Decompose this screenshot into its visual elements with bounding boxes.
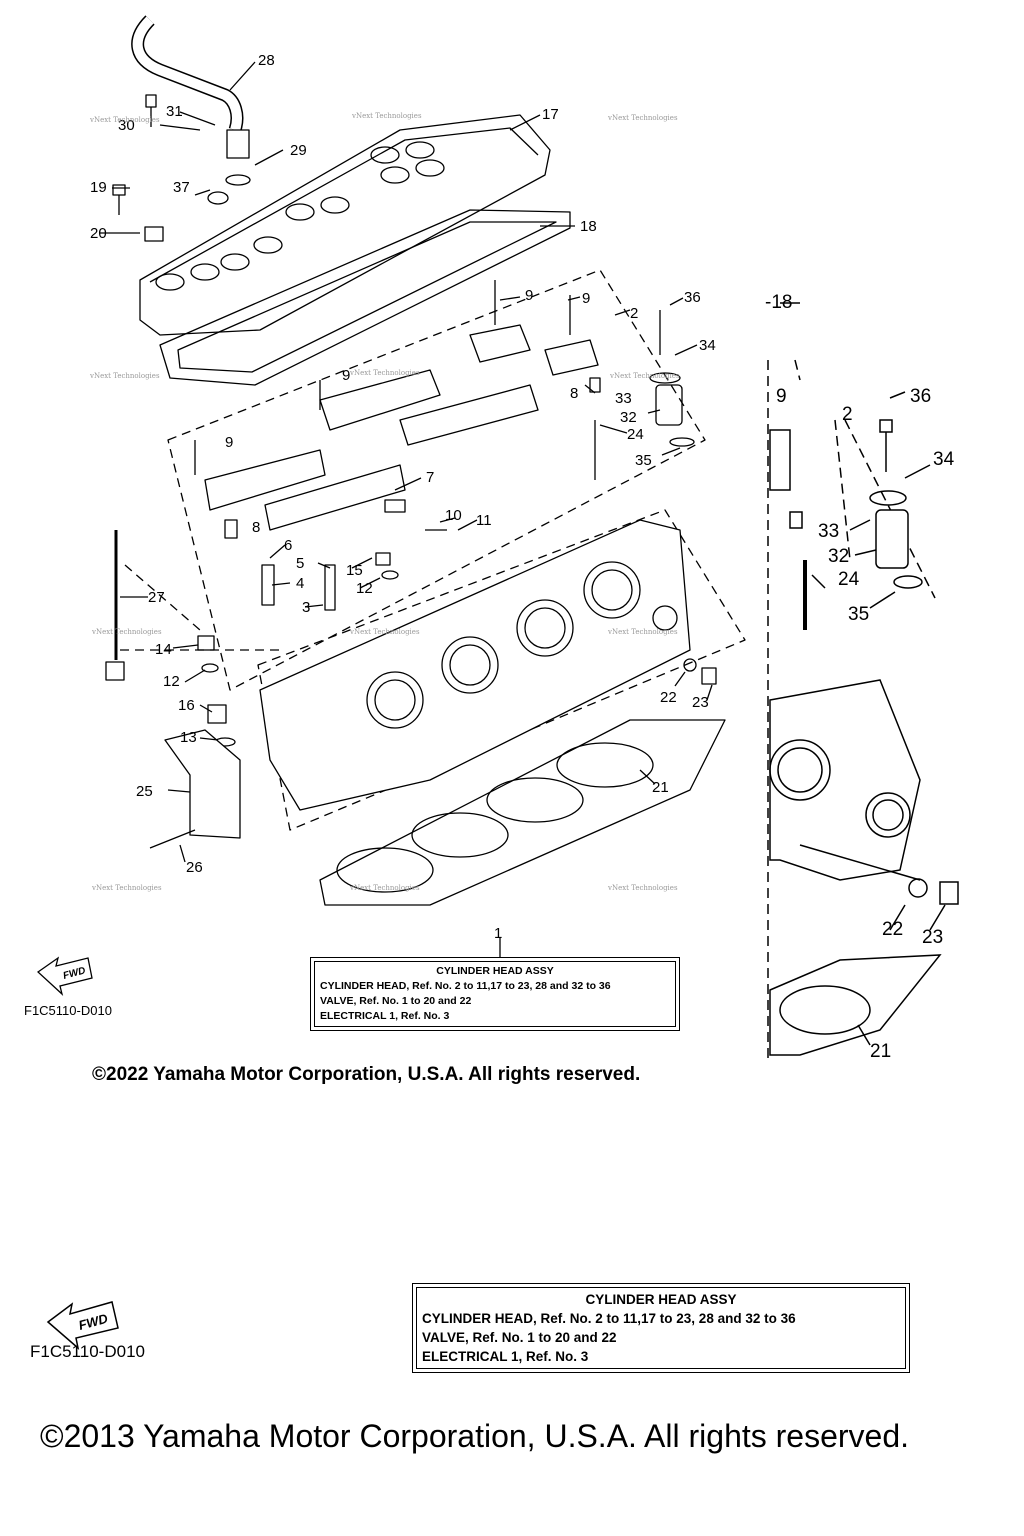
inset-label-33: 33: [818, 521, 839, 542]
label-2: 2: [630, 305, 638, 322]
inset-label-34: 34: [933, 449, 955, 470]
watermark: vNext Technologies: [349, 369, 420, 377]
copyright-bottom: ©2013 Yamaha Motor Corporation, U.S.A. A…: [40, 1418, 910, 1454]
label-29: 29: [290, 142, 307, 159]
label-33: 33: [615, 390, 632, 407]
label-35: 35: [635, 452, 652, 469]
watermark: vNext Technologies: [607, 884, 678, 892]
legend-line-1: CYLINDER HEAD, Ref. No. 2 to 11,17 to 23…: [320, 980, 611, 992]
watermark: vNext Technologies: [349, 884, 420, 892]
label-28: 28: [258, 52, 275, 69]
cover-gasket: [159, 209, 571, 386]
label-9d: 9: [225, 434, 233, 451]
watermark: vNext Technologies: [89, 116, 160, 124]
watermark: vNext Technologies: [607, 114, 678, 122]
inset-label-22: 22: [882, 919, 903, 940]
legend-line-2: VALVE, Ref. No. 1 to 20 and 22: [320, 995, 472, 1007]
label-4: 4: [296, 575, 304, 592]
label-24: 24: [627, 426, 644, 443]
legend-line-3: ELECTRICAL 1, Ref. No. 3: [320, 1010, 450, 1022]
inset-label-32: 32: [828, 546, 849, 567]
inset-label-21: 21: [870, 1041, 891, 1062]
inset-label-23: 23: [922, 927, 943, 948]
watermark: vNext Technologies: [89, 372, 160, 380]
copyright-top: ©2022 Yamaha Motor Corporation, U.S.A. A…: [92, 1064, 641, 1085]
label-34: 34: [699, 337, 716, 354]
label-9c: 9: [342, 367, 350, 384]
label-7: 7: [426, 469, 434, 486]
label-16: 16: [178, 697, 195, 714]
engine-bracket: [164, 729, 241, 839]
label-20: 20: [90, 225, 107, 242]
exploded-parts-diagram: 1 2 3 4 5 6 7 8 8 9 9 9 9 10 11 12 12 13…: [36, 15, 959, 1062]
label-12b: 12: [163, 673, 180, 690]
legend-box-top: CYLINDER HEAD ASSY CYLINDER HEAD, Ref. N…: [310, 957, 680, 1031]
inset-label-2: 2: [842, 404, 853, 425]
label-31: 31: [166, 103, 183, 120]
fwd-arrow-icon: FWD: [36, 956, 93, 996]
label-30: 30: [118, 117, 135, 134]
watermark: vNext Technologies: [609, 372, 680, 380]
label-1: 1: [494, 925, 502, 942]
label-23: 23: [692, 694, 709, 711]
label-5: 5: [296, 555, 304, 572]
watermark: vNext Technologies: [349, 628, 420, 636]
legend-line-3-bottom: ELECTRICAL 1, Ref. No. 3: [422, 1349, 589, 1364]
legend-title: CYLINDER HEAD ASSY: [436, 965, 554, 977]
inset-label-18: -18: [765, 292, 792, 313]
label-14: 14: [155, 641, 172, 658]
label-9b: 9: [582, 290, 590, 307]
label-22: 22: [660, 689, 677, 706]
diagram-code-top: F1C5110-D010: [24, 1003, 112, 1018]
label-21: 21: [652, 779, 669, 796]
watermark: vNext Technologies: [91, 628, 162, 636]
label-37: 37: [173, 179, 190, 196]
label-13: 13: [180, 729, 197, 746]
label-17: 17: [542, 106, 559, 123]
label-11: 11: [476, 512, 492, 529]
cylinder-head: [259, 519, 691, 811]
label-12a: 12: [356, 580, 373, 597]
legend-line-1-bottom: CYLINDER HEAD, Ref. No. 2 to 11,17 to 23…: [422, 1311, 796, 1326]
label-32: 32: [620, 409, 637, 426]
label-27: 27: [148, 589, 165, 606]
label-3: 3: [302, 599, 310, 616]
inset-label-9: 9: [776, 386, 787, 407]
label-6: 6: [284, 537, 292, 554]
legend-title-bottom: CYLINDER HEAD ASSY: [585, 1292, 737, 1307]
watermark: vNext Technologies: [607, 628, 678, 636]
label-25: 25: [136, 783, 153, 800]
inset-label-35: 35: [848, 604, 869, 625]
watermark: vNext Technologies: [91, 884, 162, 892]
label-8b: 8: [570, 385, 578, 402]
diagram-code-bottom: F1C5110-D010: [30, 1342, 145, 1361]
watermark: vNext Technologies: [351, 112, 422, 120]
head-gasket: [319, 719, 726, 906]
label-18: 18: [580, 218, 597, 235]
legend-line-2-bottom: VALVE, Ref. No. 1 to 20 and 22: [422, 1330, 617, 1345]
inset-label-36: 36: [910, 386, 931, 407]
label-10: 10: [445, 507, 462, 524]
label-15: 15: [346, 562, 363, 579]
label-8a: 8: [252, 519, 260, 536]
valve-cover: [139, 114, 551, 336]
label-36: 36: [684, 289, 701, 306]
label-19: 19: [90, 179, 107, 196]
label-26: 26: [186, 859, 203, 876]
inset-label-24: 24: [838, 569, 860, 590]
breather-hose: [131, 15, 244, 133]
legend-box-bottom: CYLINDER HEAD ASSY CYLINDER HEAD, Ref. N…: [412, 1283, 910, 1373]
fwd-label-bottom: FWD: [77, 1311, 110, 1333]
label-9a: 9: [525, 287, 533, 304]
